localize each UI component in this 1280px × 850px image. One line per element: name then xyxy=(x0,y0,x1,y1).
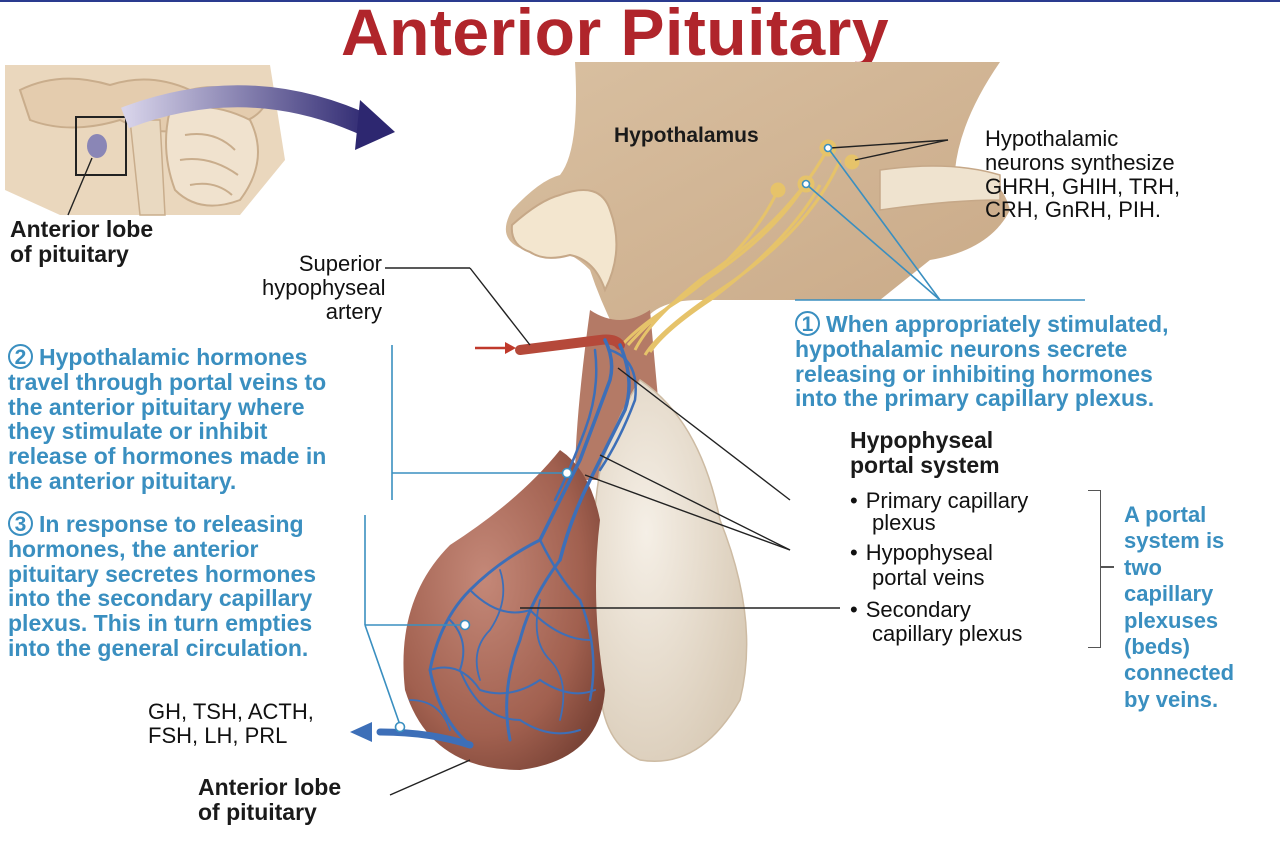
brain-inset xyxy=(5,65,395,216)
hormones-out-label: GH, TSH, ACTH,FSH, LH, PRL xyxy=(148,699,314,748)
posterior-lobe xyxy=(591,378,748,762)
portal-system-bracket xyxy=(1088,490,1101,648)
label-leader-lines xyxy=(385,139,949,796)
hormone-exit-arrow xyxy=(350,722,372,742)
portal-vessels xyxy=(376,338,637,749)
step-3-number: 3 xyxy=(8,511,33,536)
hypothalamic-neurons xyxy=(620,139,860,356)
top-border-line xyxy=(0,0,1280,2)
step-2-number: 2 xyxy=(8,344,33,369)
bracket-tick xyxy=(1100,566,1114,568)
step-1-number: 1 xyxy=(795,311,820,336)
page-title: Anterior Pituitary xyxy=(340,0,890,69)
anterior-lobe xyxy=(403,450,605,770)
step-leader-lines xyxy=(364,147,1085,726)
hypothalamus-tissue xyxy=(505,62,1010,330)
leader-line-dots xyxy=(394,143,833,733)
hypothalamus-label: Hypothalamus xyxy=(614,124,759,147)
superior-hypophyseal-artery xyxy=(475,334,625,355)
